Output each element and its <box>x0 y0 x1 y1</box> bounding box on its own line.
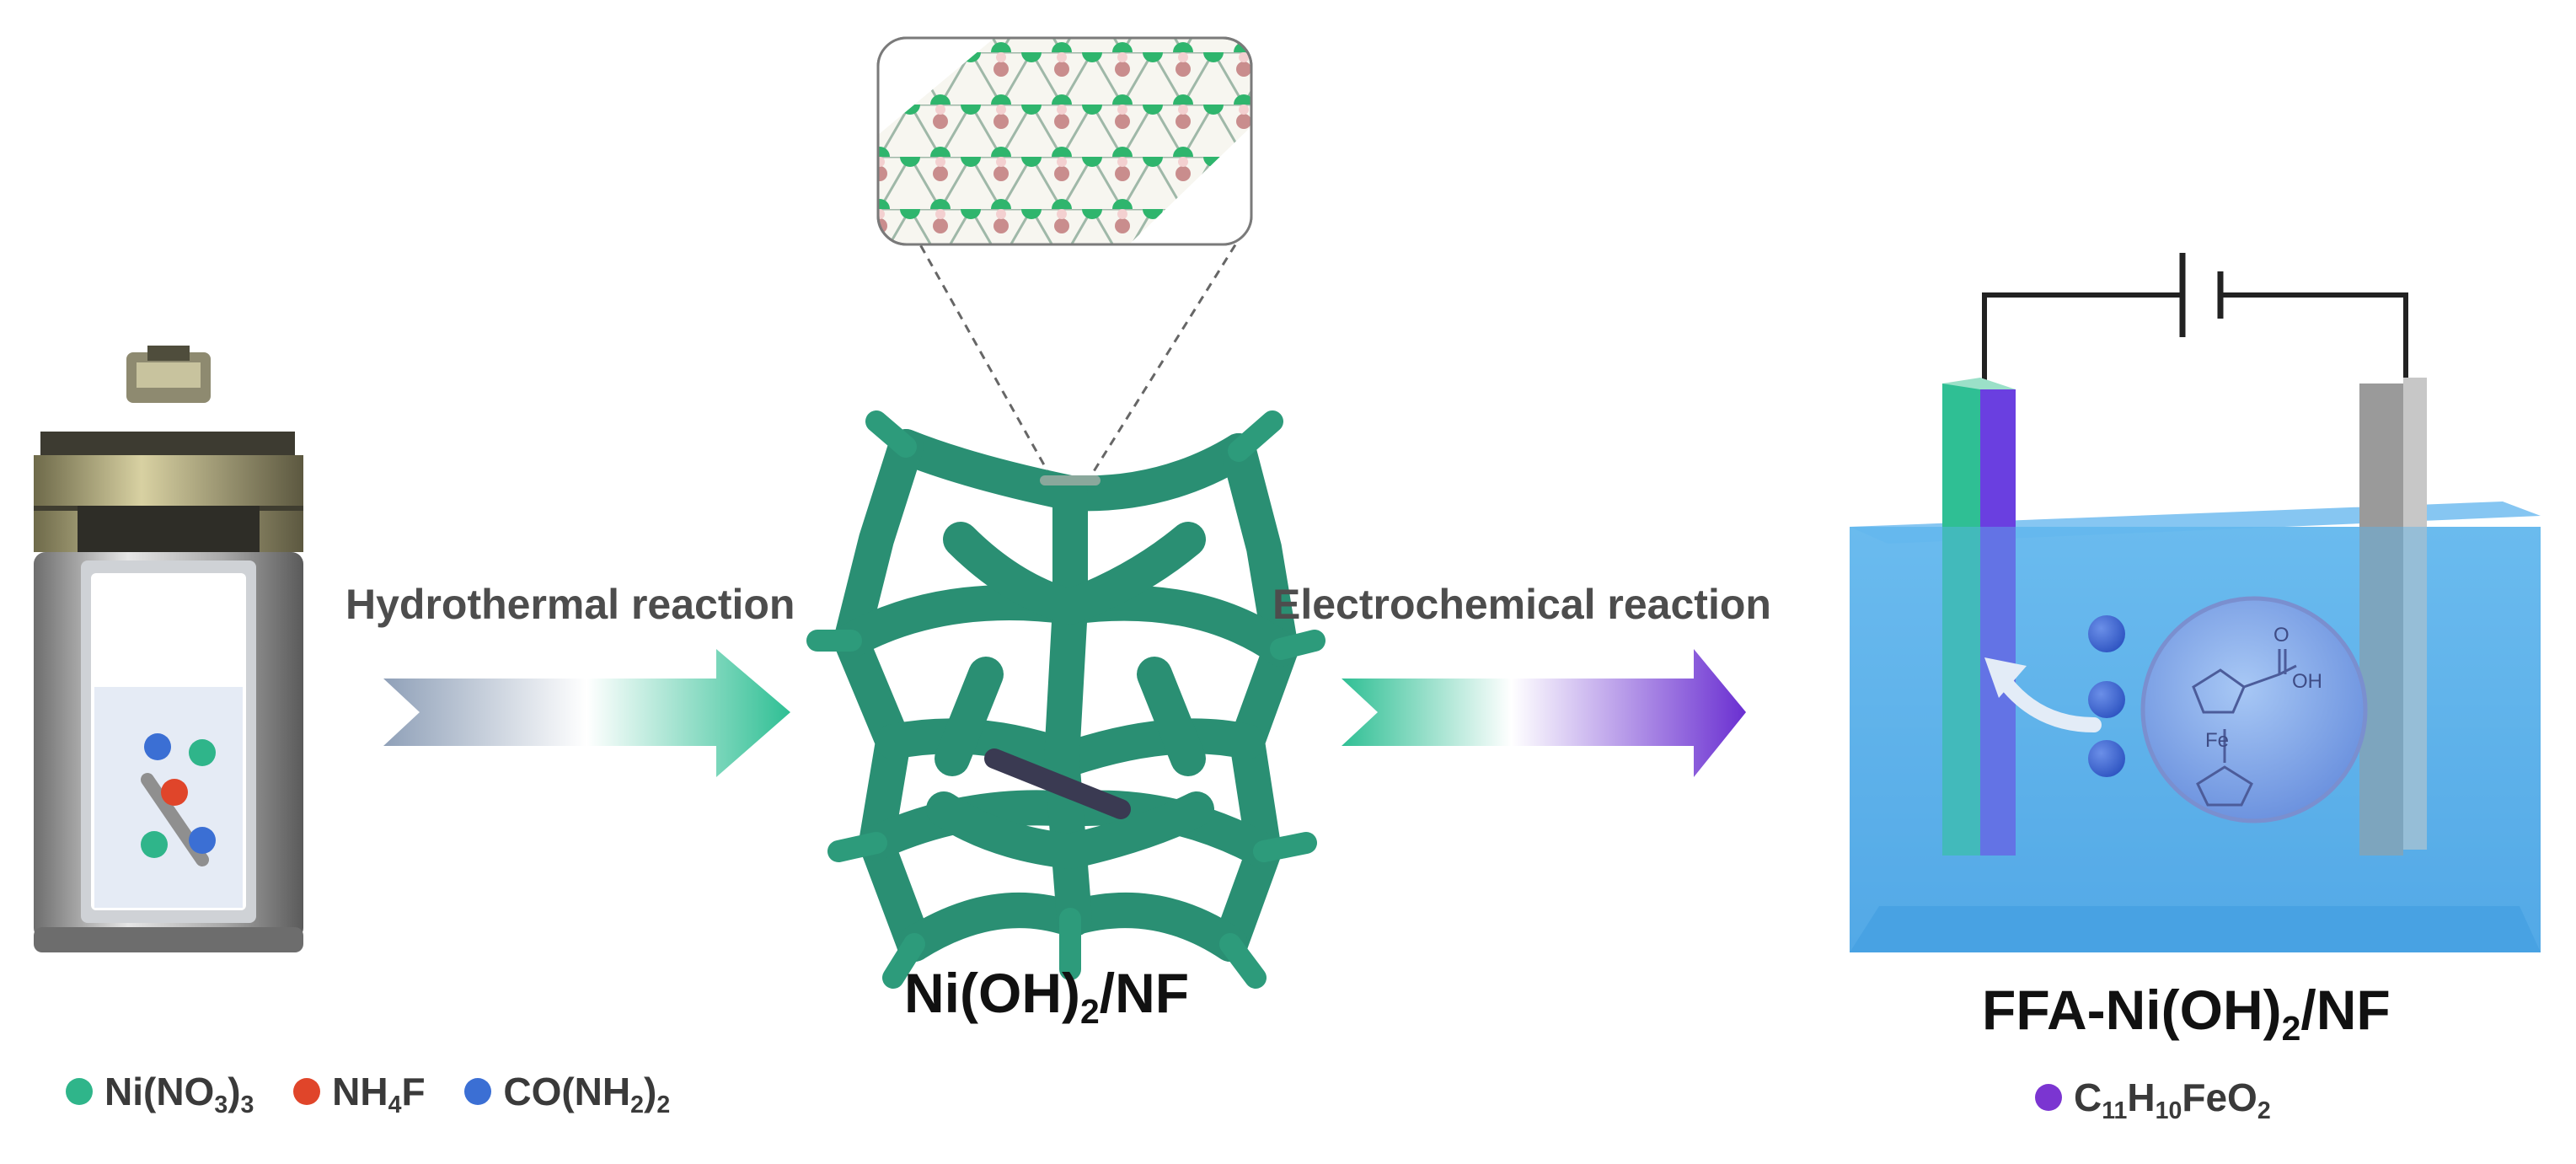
label-ffa-ni-oh2-nf: FFA-Ni(OH)2/NF <box>1982 978 2391 1049</box>
label-ffa-pre: FFA-Ni(OH) <box>1982 979 2282 1041</box>
urea-text-a: CO(NH <box>503 1070 631 1113</box>
molecule-fe-label: Fe <box>2205 729 2230 752</box>
molecule-oh-label: OH <box>2292 670 2322 693</box>
urea-sub-b: 2 <box>656 1092 671 1119</box>
nickel-nitrate-text-b: ) <box>228 1070 241 1113</box>
label-ni-oh2-nf-post: /NF <box>1099 962 1190 1024</box>
ammonium-fluoride-text-a: NH <box>332 1070 388 1113</box>
ferrocene-text-b: H <box>2127 1075 2156 1119</box>
label-ni-oh2-nf-pre: Ni(OH) <box>904 962 1080 1024</box>
ferrocene-sub-c: 2 <box>2257 1097 2271 1125</box>
step-label-electrochemical: Electrochemical reaction <box>1272 581 1771 628</box>
legend-item-ammonium-fluoride: NH4F <box>293 1070 426 1118</box>
label-ni-oh2-nf: Ni(OH)2/NF <box>904 961 1189 1032</box>
arrow-electrochemical <box>1342 649 1746 777</box>
legend-item-urea: CO(NH2)2 <box>464 1070 670 1118</box>
nickel-nitrate-sub-b: 3 <box>240 1092 254 1119</box>
ammonium-fluoride-sub-a: 4 <box>388 1092 402 1119</box>
nickel-nitrate-sub-a: 3 <box>214 1092 228 1119</box>
nickel-nitrate-text-a: Ni(NO <box>104 1070 215 1113</box>
legend-modifier: C11H10FeO2 <box>2035 1075 2271 1125</box>
nickel-foam-illustration <box>806 410 1325 989</box>
legend-reactants: Ni(NO3)3 NH4F CO(NH2)2 <box>66 1069 670 1119</box>
ferrocene-sub-b: 10 <box>2155 1097 2182 1125</box>
ferrocene-text-a: C <box>2074 1075 2102 1119</box>
ferrocene-dot-icon <box>2035 1083 2062 1111</box>
ferrocene-text-c: FeO <box>2182 1075 2257 1119</box>
urea-dot-icon <box>464 1077 492 1105</box>
label-ni-oh2-nf-sub: 2 <box>1079 992 1100 1032</box>
nickel-nitrate-dot-icon <box>66 1077 93 1105</box>
ferrocene-sub-a: 11 <box>2102 1097 2128 1125</box>
urea-sub-a: 2 <box>630 1092 644 1119</box>
urea-text-b: ) <box>643 1070 657 1113</box>
legend-item-nickel-nitrate: Ni(NO3)3 <box>66 1070 254 1118</box>
electrochemical-cell <box>1850 253 2541 952</box>
ammonium-fluoride-text-b: F <box>401 1070 426 1113</box>
label-ffa-sub: 2 <box>2281 1009 2301 1049</box>
molecule-o-label: O <box>2273 624 2289 646</box>
arrow-hydrothermal <box>383 649 790 777</box>
step-label-hydrothermal: Hydrothermal reaction <box>345 581 795 628</box>
label-ffa-post: /NF <box>2300 979 2391 1041</box>
autoclave-illustration <box>34 346 303 952</box>
ammonium-fluoride-dot-icon <box>293 1077 321 1105</box>
lattice-inset <box>876 36 1253 490</box>
